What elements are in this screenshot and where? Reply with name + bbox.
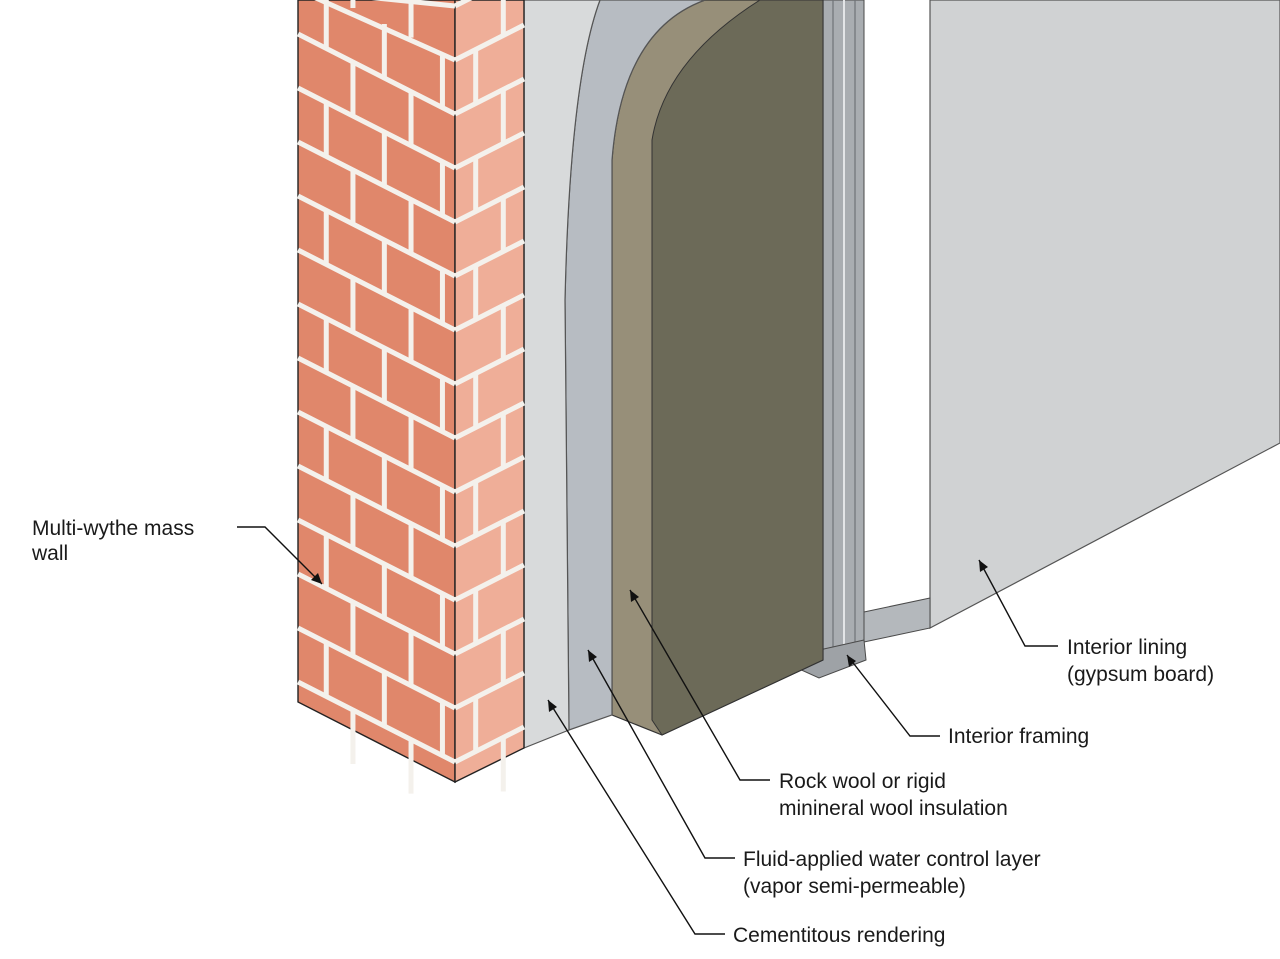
- gypsum-board: [929, 0, 1280, 629]
- insulation: [611, 0, 824, 736]
- bed-joint: [296, 355, 457, 441]
- bed-joint: [296, 301, 457, 387]
- bed-joint: [453, 76, 526, 117]
- bed-joint: [296, 85, 457, 171]
- label-interior-framing: Interior framing: [948, 725, 1089, 748]
- bed-joint: [453, 292, 526, 333]
- bed-joint: [371, 0, 456, 9]
- brick-face-mortar: [296, 0, 457, 794]
- bed-joint: [453, 400, 526, 441]
- bed-joint: [453, 562, 526, 603]
- bed-joint: [453, 0, 473, 9]
- bed-joint: [453, 670, 526, 711]
- leader-water-control: [587, 649, 735, 859]
- cementitious-rendering: [523, 0, 601, 749]
- leader-interior-framing: [846, 654, 940, 737]
- bed-joint: [296, 679, 457, 765]
- bed-joint: [453, 238, 526, 279]
- bed-joint: [453, 724, 526, 765]
- leader-mass-wall: [237, 526, 323, 585]
- bed-joint: [453, 22, 526, 63]
- leader-lines: [237, 526, 1058, 935]
- brick-mass-wall: [296, 0, 526, 794]
- label-insulation: Rock wool or rigid minineral wool insula…: [779, 770, 1008, 820]
- bed-joint: [296, 625, 457, 711]
- brick-face: [297, 0, 456, 784]
- bed-joint: [296, 31, 457, 117]
- bed-joint: [453, 130, 526, 171]
- label-mass-wall: Multi-wythe mass wall: [31, 517, 200, 565]
- bed-joint: [296, 571, 457, 657]
- leader-interior-lining: [978, 559, 1058, 647]
- bed-joint: [296, 193, 457, 279]
- bed-joint: [296, 409, 457, 495]
- leader-rendering: [547, 699, 725, 935]
- bed-joint: [453, 346, 526, 387]
- label-rendering: Cementitous rendering: [733, 924, 945, 947]
- bed-joint: [453, 184, 526, 225]
- bed-joint: [296, 247, 457, 333]
- bed-joint: [296, 139, 457, 225]
- brick-side-mortar: [453, 0, 526, 792]
- bed-joint: [453, 616, 526, 657]
- leader-insulation: [629, 589, 770, 781]
- brick-side: [454, 0, 525, 784]
- bed-joint: [296, 517, 457, 603]
- bed-joint: [453, 454, 526, 495]
- interior-framing: [796, 0, 931, 679]
- bed-joint: [296, 463, 457, 549]
- label-interior-lining: Interior lining (gypsum board): [1067, 636, 1214, 686]
- label-water-control-layer: Fluid-applied water control layer (vapor…: [743, 848, 1046, 898]
- bed-joint: [453, 508, 526, 549]
